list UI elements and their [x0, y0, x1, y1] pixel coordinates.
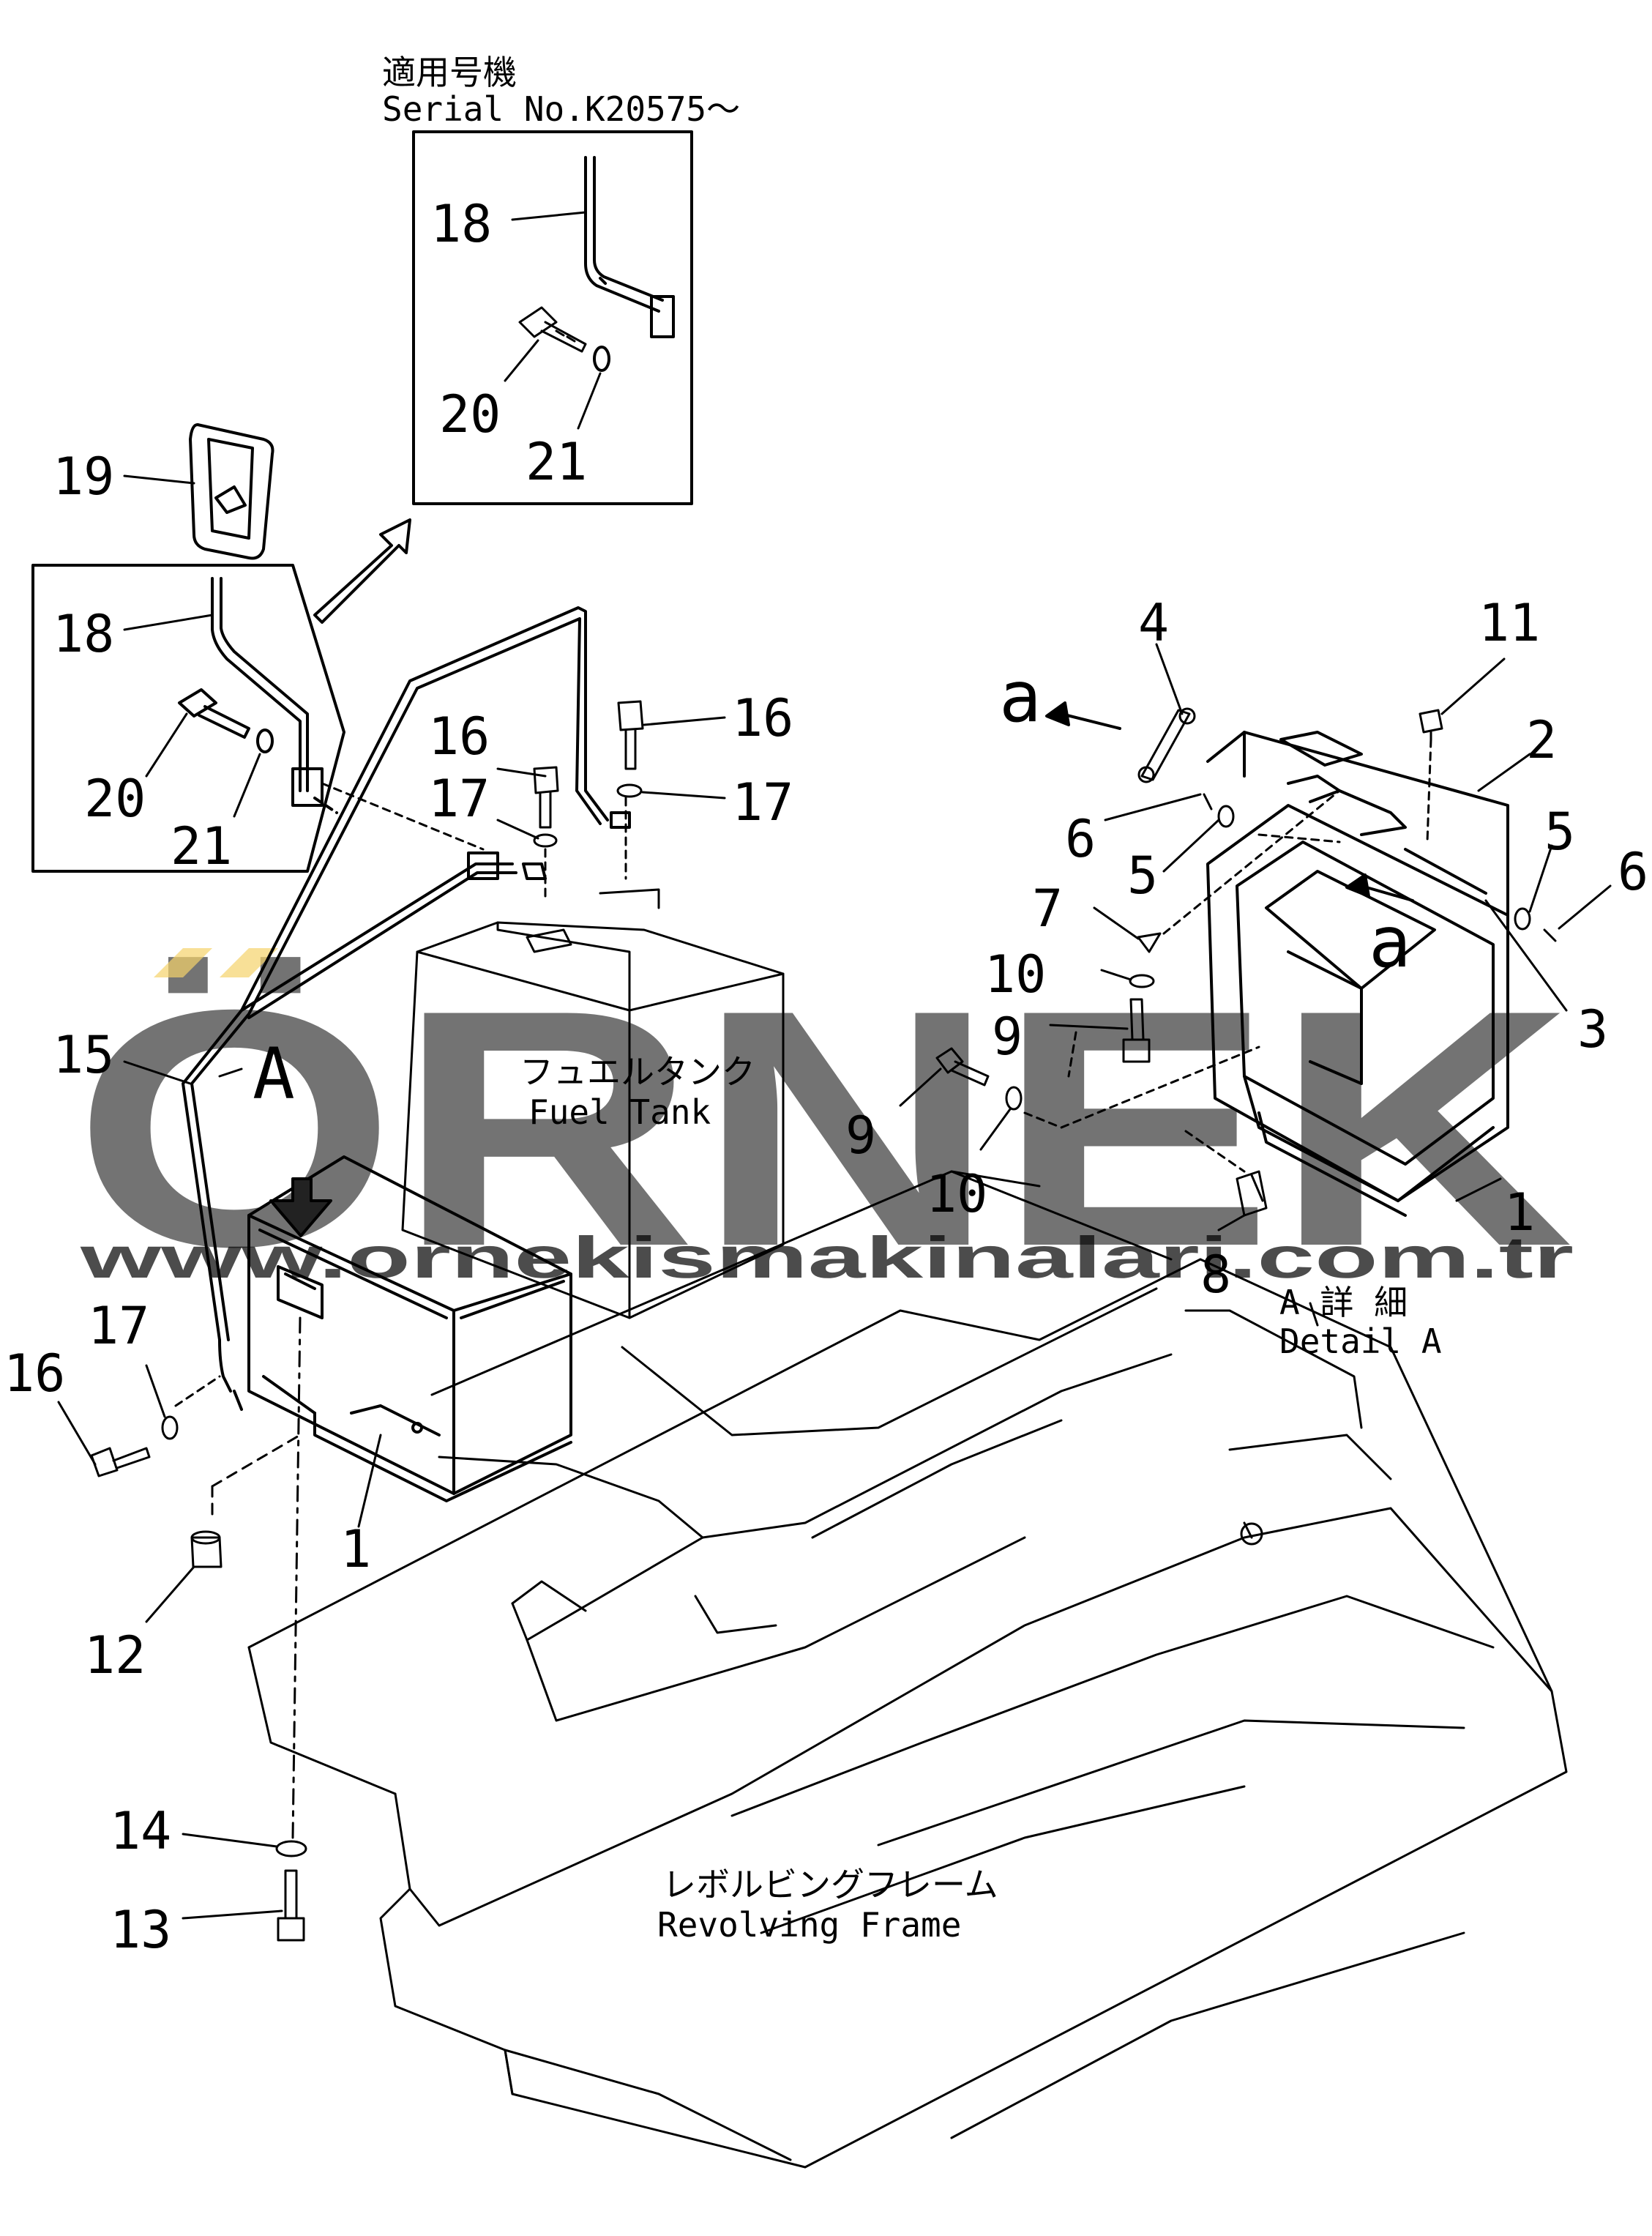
callout-2: 2 — [1526, 710, 1557, 770]
callout-15: 15 — [53, 1025, 114, 1085]
callout-18-inset: 18 — [430, 194, 492, 254]
callout-6-left: 6 — [1065, 809, 1096, 869]
inset-header-en: Serial No.K20575～ — [382, 89, 740, 129]
callout-14: 14 — [110, 1801, 171, 1861]
battery-box-main — [247, 1155, 572, 1502]
inset-header-jp: 適用号機 — [382, 53, 517, 92]
view-a-arrow — [269, 1177, 332, 1237]
callout-labels: 18 20 21 19 18 20 21 16 17 16 17 15 17 1… — [4, 194, 1648, 1960]
watermark-accent-marks — [154, 948, 278, 977]
transition-arrow — [313, 518, 411, 624]
watermark-url: www.ornekismakinalari.com.tr — [79, 1225, 1574, 1290]
callout-21: 21 — [171, 816, 232, 876]
watermark: ÖRNEK www.ornekismakinalari.com.tr — [73, 941, 1574, 1316]
inset-box-left — [31, 564, 345, 873]
callout-1-detail: 1 — [1504, 1182, 1535, 1242]
inset-header: 適用号機 Serial No.K20575～ — [382, 53, 740, 129]
callout-5-right: 5 — [1544, 802, 1575, 862]
callout-17-c: 17 — [88, 1296, 149, 1356]
view-a-small-left-label: a — [999, 656, 1042, 738]
callout-20-inset: 20 — [439, 384, 501, 444]
leader-lines — [57, 211, 1612, 1920]
stay-part-15 — [182, 606, 631, 1411]
watermark-brand: ÖRNEK — [73, 941, 1574, 1316]
callout-9-b: 9 — [845, 1106, 876, 1166]
view-a-small-arrow-left-head — [1045, 701, 1070, 726]
callout-7: 7 — [1032, 879, 1063, 939]
callout-17-a: 17 — [428, 769, 490, 829]
view-a-small-arrow-right-head — [1345, 873, 1370, 898]
callout-19: 19 — [53, 447, 114, 507]
view-a-small-arrow-right — [1360, 884, 1414, 902]
revolving-frame-label-en: Revolving Frame — [657, 1905, 961, 1945]
detail-a-label-en: Detail A — [1279, 1322, 1442, 1361]
callout-16-b: 16 — [732, 688, 793, 748]
view-a-small-right-label: a — [1369, 901, 1411, 983]
revolving-frame-drawing — [247, 1170, 1568, 2169]
view-a-label: A — [253, 1033, 295, 1115]
callout-12: 12 — [84, 1625, 146, 1685]
fuel-tank-drawing — [401, 888, 785, 1319]
callout-20: 20 — [84, 769, 146, 829]
detail-a-label-jp: A 詳 細 — [1279, 1283, 1408, 1322]
callout-16-c: 16 — [4, 1344, 65, 1404]
fuel-tank-label-jp: フュエルタンク — [520, 1052, 755, 1092]
fasteners-main — [90, 700, 644, 1942]
callout-11: 11 — [1479, 593, 1540, 653]
view-a-small-arrow-left — [1060, 712, 1121, 730]
component-labels: フュエルタンク Fuel Tank レボルビングフレーム Revolving F… — [520, 1052, 1442, 1945]
inset-box-serial — [412, 130, 693, 505]
callout-6-right: 6 — [1618, 842, 1648, 902]
callout-18: 18 — [53, 604, 114, 664]
view-letters: A a a — [253, 656, 1411, 1115]
battery-box-detail — [1206, 731, 1509, 1217]
callout-10-a: 10 — [984, 944, 1046, 1005]
callout-16-a: 16 — [428, 707, 490, 767]
callout-10-b: 10 — [926, 1164, 987, 1224]
fuel-tank-label-en: Fuel Tank — [528, 1092, 711, 1132]
callout-4: 4 — [1138, 593, 1169, 653]
revolving-frame-label-jp: レボルビングフレーム — [662, 1865, 998, 1904]
callout-5-left: 5 — [1127, 846, 1158, 906]
callout-1-main: 1 — [340, 1519, 371, 1579]
mirror-part-19 — [189, 423, 274, 560]
callout-17-b: 17 — [732, 772, 793, 832]
callout-3: 3 — [1577, 999, 1608, 1059]
callout-21-inset: 21 — [526, 432, 587, 492]
callout-8: 8 — [1200, 1245, 1231, 1305]
callout-9-a: 9 — [992, 1007, 1023, 1067]
fasteners-detail — [935, 707, 1557, 1217]
callout-13: 13 — [110, 1900, 171, 1960]
